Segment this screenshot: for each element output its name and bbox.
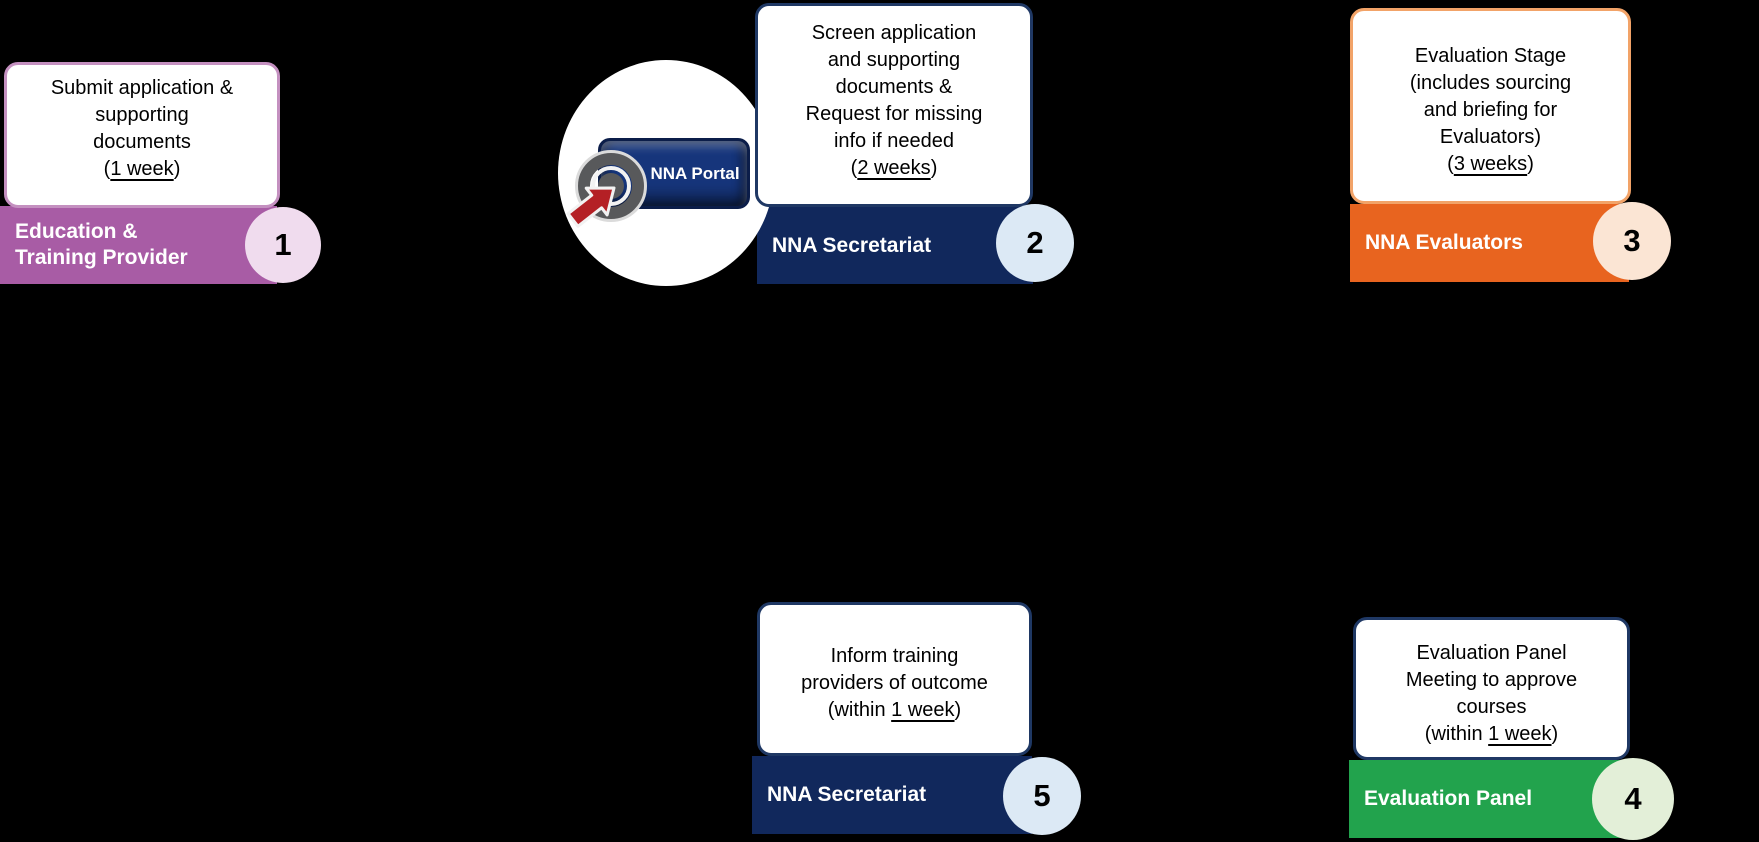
cursor-click-icon [566,150,647,228]
step-2-bar-label: NNA Secretariat [772,233,932,257]
step-5-bar-label: NNA Secretariat [767,783,927,806]
step-2-bar: NNA Secretariat [757,207,1033,284]
step-5-number-badge: 5 [1003,757,1081,835]
step-4-number-badge: 4 [1592,758,1674,840]
step-2-number: 2 [1026,225,1044,260]
nna-portal-button-label: NNA Portal [650,163,740,183]
ring-halo [575,150,647,222]
step-4-bar-label: Evaluation Panel [1364,787,1533,810]
step-4-number: 4 [1624,781,1642,816]
step-1-bar-label: Education & Training Provider [15,220,188,269]
ring-outer [578,153,644,219]
step-1-number-badge: 1 [245,207,321,283]
step-1-number: 1 [274,227,292,262]
step-4-bar: Evaluation Panel [1349,760,1628,838]
step-5-number: 5 [1033,778,1051,813]
step-3-bar: NNA Evaluators [1350,204,1629,282]
step-3-number: 3 [1623,223,1641,258]
red-click-arrow-icon [566,186,616,228]
step-5-bar: NNA Secretariat [752,756,1032,834]
step-2-number-badge: 2 [996,204,1074,282]
step-3-number-badge: 3 [1593,202,1671,280]
step-3-bar-label: NNA Evaluators [1365,231,1523,254]
step-1-bar: Education & Training Provider [0,206,277,284]
